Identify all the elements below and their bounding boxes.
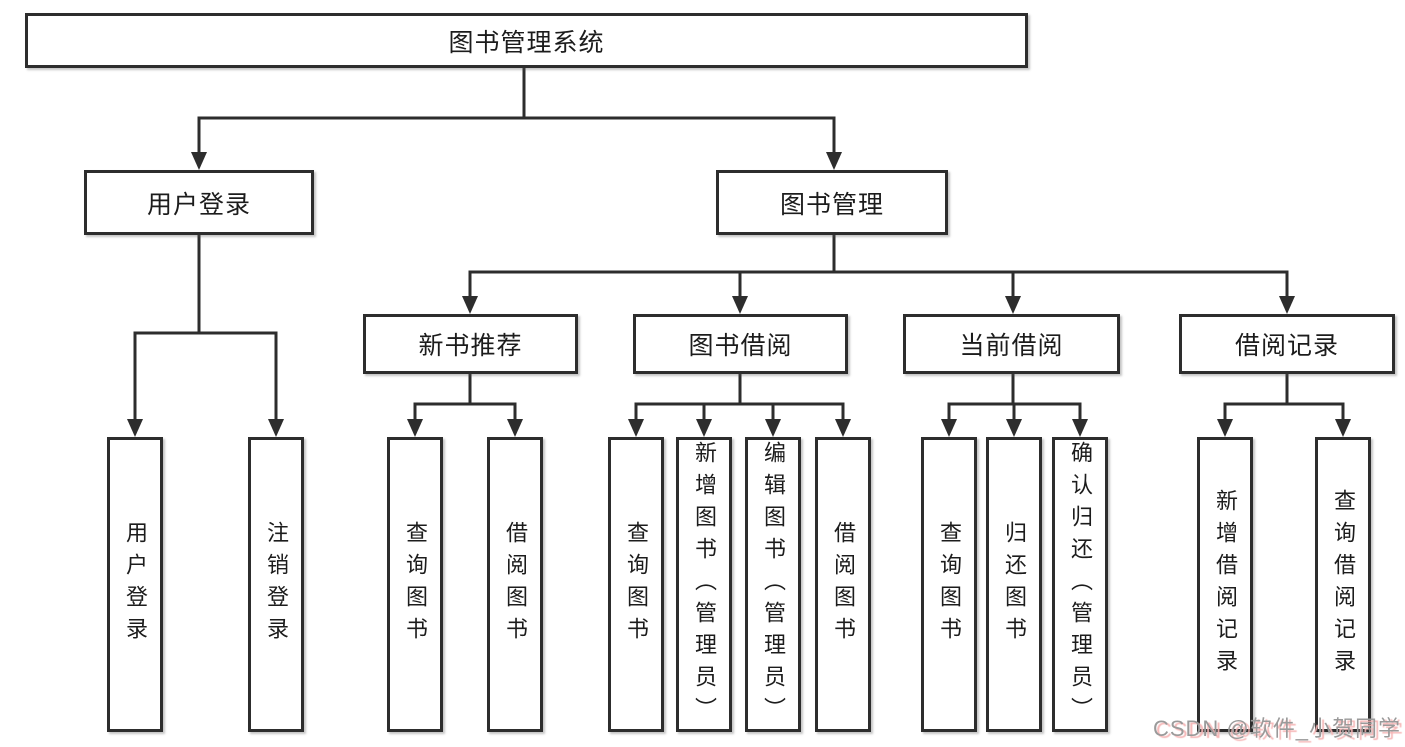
node-label: 用户登录 bbox=[146, 190, 251, 219]
node-query-borrow-record: 查询借阅记录 bbox=[1315, 437, 1371, 732]
node-edit-book-admin: 编辑图书（管理员） bbox=[745, 437, 801, 732]
node-label: 当前借阅 bbox=[959, 332, 1064, 360]
node-new-book-recommend: 新书推荐 bbox=[363, 314, 578, 374]
node-label: 新增图书（管理员） bbox=[692, 440, 717, 729]
node-add-borrow-record: 新增借阅记录 bbox=[1197, 437, 1253, 732]
node-label: 借阅图书 bbox=[503, 520, 528, 649]
node-label: 新增借阅记录 bbox=[1213, 488, 1238, 681]
node-user-login: 用户登录 bbox=[107, 437, 163, 732]
node-label: 注销登录 bbox=[264, 520, 289, 649]
node-label: 查询借阅记录 bbox=[1331, 488, 1356, 681]
node-label: 借阅记录 bbox=[1234, 332, 1339, 360]
node-book-borrow: 图书借阅 bbox=[633, 314, 848, 374]
node-add-book-admin: 新增图书（管理员） bbox=[676, 437, 732, 732]
node-label: 借阅图书 bbox=[831, 520, 856, 649]
node-label: 图书借阅 bbox=[688, 332, 793, 360]
node-label: 归还图书 bbox=[1002, 520, 1027, 649]
node-return-book: 归还图书 bbox=[986, 437, 1042, 732]
node-borrow-query-book: 查询图书 bbox=[608, 437, 664, 732]
node-confirm-return-admin: 确认归还（管理员） bbox=[1052, 437, 1108, 732]
node-recommend-query-book: 查询图书 bbox=[387, 437, 443, 732]
node-label: 查询图书 bbox=[937, 520, 962, 649]
node-label: 新书推荐 bbox=[418, 332, 523, 360]
node-label: 图书管理系统 bbox=[448, 28, 605, 57]
node-library-management-system: 图书管理系统 bbox=[25, 13, 1028, 68]
node-label: 编辑图书（管理员） bbox=[761, 440, 786, 729]
node-label: 查询图书 bbox=[403, 520, 428, 649]
csdn-watermark: CSDN @软件_小贺同学 bbox=[1152, 716, 1401, 741]
node-book-management: 图书管理 bbox=[716, 170, 948, 235]
node-borrow-book: 借阅图书 bbox=[815, 437, 871, 732]
node-label: 确认归还（管理员） bbox=[1068, 440, 1093, 729]
node-label: 用户登录 bbox=[123, 520, 148, 649]
node-borrow-record: 借阅记录 bbox=[1179, 314, 1395, 374]
node-user-login-group: 用户登录 bbox=[84, 170, 314, 235]
node-current-borrow: 当前借阅 bbox=[903, 314, 1120, 374]
node-recommend-borrow-book: 借阅图书 bbox=[487, 437, 543, 732]
node-logout: 注销登录 bbox=[248, 437, 304, 732]
node-label: 图书管理 bbox=[779, 190, 884, 219]
node-current-query-book: 查询图书 bbox=[921, 437, 977, 732]
node-label: 查询图书 bbox=[624, 520, 649, 649]
